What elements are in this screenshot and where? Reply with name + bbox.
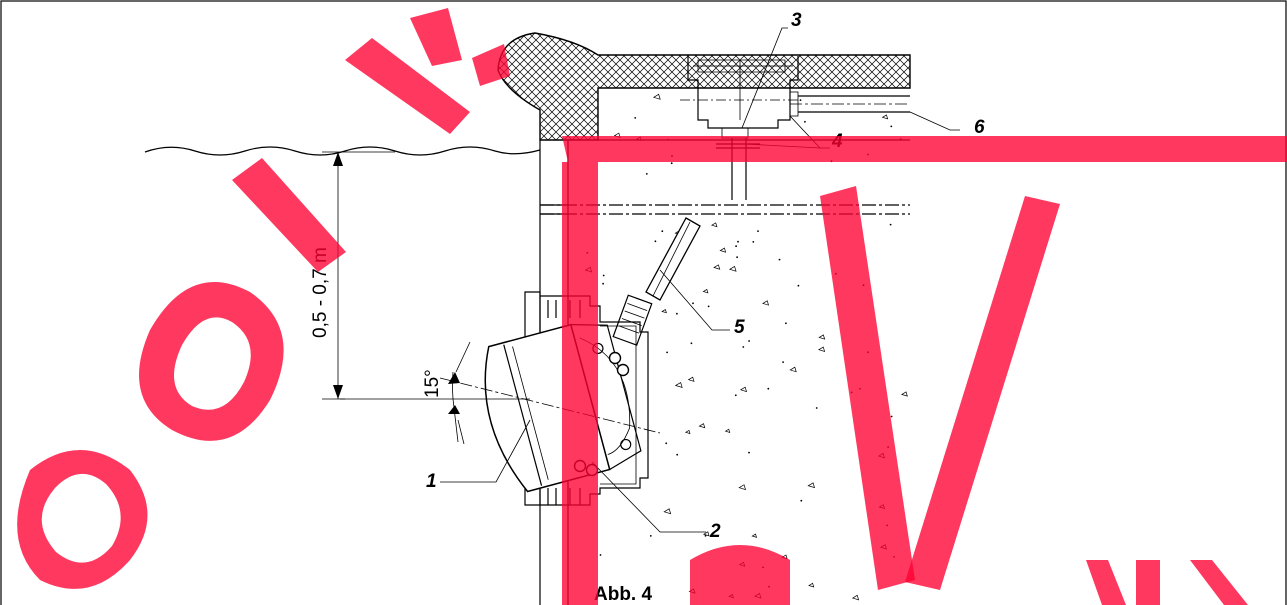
- depth-dimension-label: 0,5 - 0,7 m: [310, 247, 331, 338]
- angle-annotation: [340, 341, 661, 445]
- leader-lines: [440, 27, 960, 533]
- figure-caption: Abb. 4: [594, 584, 652, 605]
- callout-3: 3: [791, 10, 802, 31]
- callout-5: 5: [734, 317, 745, 338]
- depth-dimension: [322, 151, 395, 400]
- conduit-pipe: [789, 91, 910, 117]
- watermark: [17, 8, 1287, 605]
- callout-6: 6: [974, 117, 985, 138]
- water-surface: [144, 146, 541, 156]
- callout-2: 2: [709, 521, 721, 542]
- cable-gland: [612, 294, 653, 346]
- callout-1: 1: [426, 471, 437, 492]
- spotlight-lamp: [484, 323, 642, 493]
- coping-stone: [497, 32, 911, 141]
- angle-label: 15°: [422, 369, 443, 398]
- cable: [645, 217, 701, 301]
